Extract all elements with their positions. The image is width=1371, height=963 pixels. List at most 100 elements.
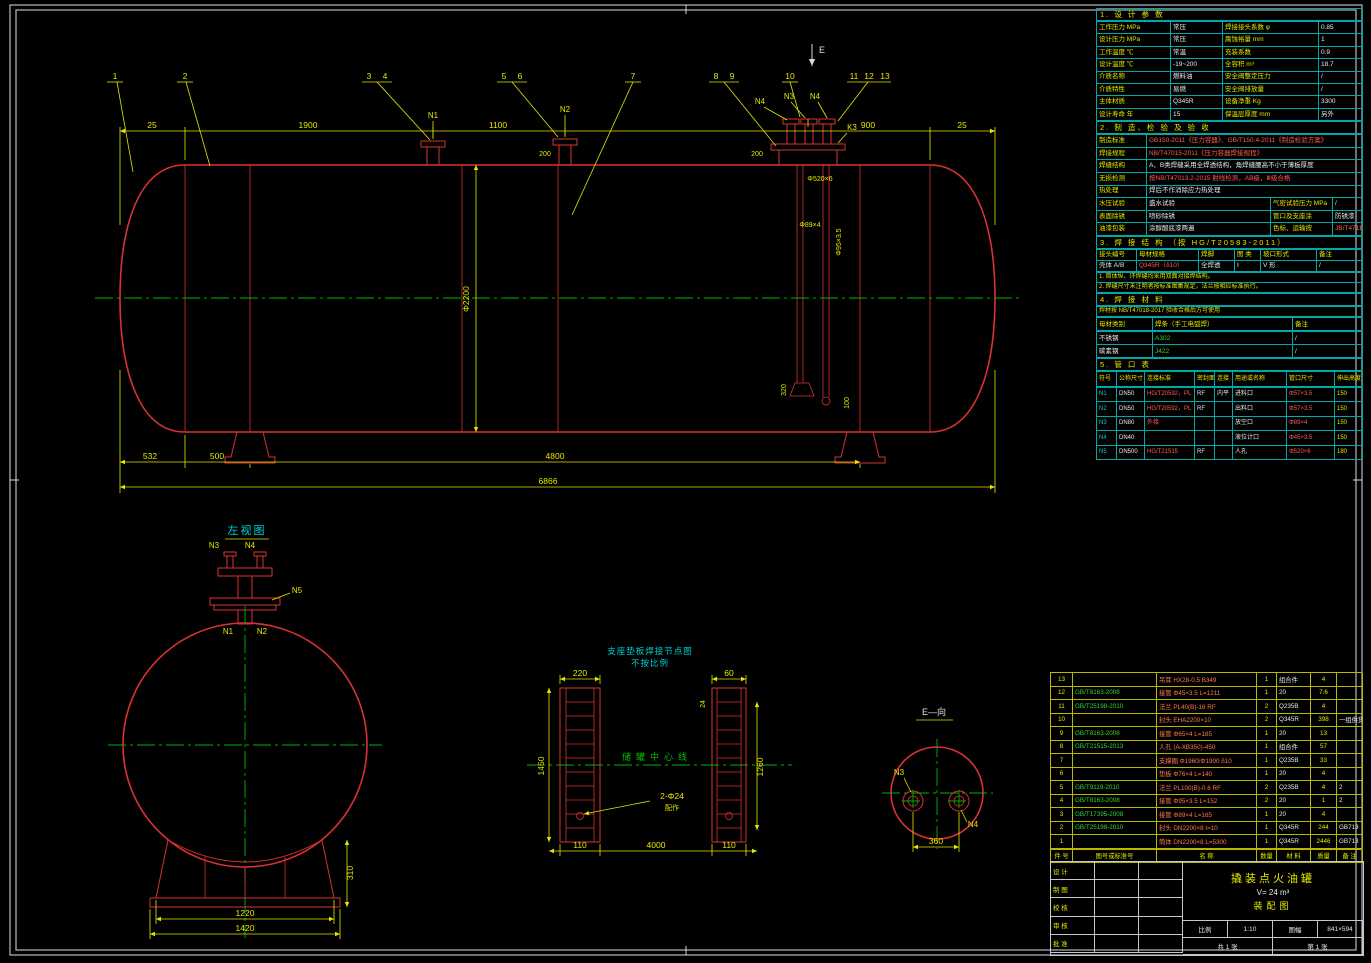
ws-header: 坡口形式 (1261, 249, 1317, 261)
scale-label: 比例 (1183, 921, 1228, 938)
callout-number: 6 (518, 71, 523, 81)
bom-cell: 7.6 (1311, 686, 1337, 700)
nozzle-cell: DN40 (1117, 431, 1145, 446)
dim-label: 1900 (299, 120, 318, 130)
weld-structure-section: 3. 焊 接 结 构 （按 HG/T20583-2011） 接头编号 母材规格 … (1096, 235, 1363, 294)
bom-cell: 1 (1257, 673, 1277, 687)
nozzle-cell: Φ57×3.5 (1287, 402, 1335, 417)
nozzle-cell: RF (1195, 445, 1215, 461)
bom-cell: GB/T9119-2010 (1073, 781, 1157, 795)
fab-value: GB150-2011《压力容器》、GB/T150.4-2011《制造检验方案》 (1147, 135, 1363, 148)
nozzle-label: N4 (245, 541, 256, 550)
bom-cell: 法兰 PL100(B)-0.6 RF (1157, 781, 1257, 795)
nozzle-header-cell: 连接标准 (1145, 372, 1195, 387)
bom-cell: 1 (1257, 754, 1277, 768)
nozzle-label: N2 (257, 627, 268, 636)
callout-number: 12 (864, 71, 874, 81)
ws-cell: Ⅰ (1235, 260, 1261, 272)
param-label: 设备净重 Kg (1223, 96, 1319, 109)
nozzle-cell: 150 (1335, 402, 1363, 417)
bom-cell (1073, 673, 1157, 687)
scale-value: 1:10 (1228, 921, 1273, 938)
nozzle-label: N4 (810, 92, 821, 101)
nozzle-header-cell: 公称尺寸 (1117, 372, 1145, 387)
signature-grid: 设 计 制 图 校 核 审 核 批 准 (1051, 862, 1183, 955)
ws-cell: Q345R（δ10） (1137, 260, 1199, 272)
param-label: 工作压力 MPa (1097, 22, 1171, 35)
bom-cell: 1 (1257, 686, 1277, 700)
sign-date (1139, 898, 1183, 917)
ws-header: 图 类 (1235, 249, 1261, 261)
bom-cell: GB713 (1337, 821, 1363, 835)
nozzle-cell: 外接 (1145, 416, 1195, 432)
bom-cell (1337, 754, 1363, 768)
nozzle-label: N4 (755, 97, 766, 106)
dim-label: 500 (210, 451, 224, 461)
bom-cell: 33 (1311, 754, 1337, 768)
callout-number: 5 (502, 71, 507, 81)
bom-cell: GB/T25198-2010 (1073, 700, 1157, 714)
bom-cell: 244 (1311, 821, 1337, 835)
dim-label: 1420 (236, 923, 255, 933)
bom-cell: 9 (1051, 727, 1073, 741)
nozzle-table-header: 符号公称尺寸连接标准密封面连接用途或名称管口尺寸伸出高度 (1096, 371, 1363, 387)
bom-cell: 4 (1051, 794, 1073, 808)
sign-name (1095, 916, 1139, 935)
nozzle-cell: Φ57×3.5 (1287, 387, 1335, 403)
bom-cell: GB/T8163-2008 (1073, 794, 1157, 808)
side-view-title: 左视图 (228, 523, 267, 537)
nozzle-cell: Φ520×6 (1287, 445, 1335, 461)
dim-label: 25 (957, 120, 967, 130)
weld-structure-notes: 1. 筒体纵、环焊缝均采用双面对接焊结构。2. 焊缝尺寸未注明者按标准图集规定，… (1096, 271, 1363, 294)
bom-cell: GB/T25198-2010 (1073, 821, 1157, 835)
sign-label: 审 核 (1051, 916, 1095, 935)
nozzle-cell (1145, 431, 1195, 446)
bom-cell: 1 (1257, 727, 1277, 741)
section-title: 4. 焊 接 材 料 (1096, 293, 1362, 307)
bom-cell: 2 (1337, 781, 1363, 795)
param-value: 常压 (1171, 34, 1223, 47)
bom-cell: 2 (1257, 713, 1277, 727)
ws-header: 母材规格 (1137, 249, 1199, 261)
ws-cell: 全焊透 (1199, 260, 1235, 272)
bom-cell: 1 (1051, 835, 1073, 849)
bom-cell: GB713 (1337, 835, 1363, 849)
ws-cell: / (1317, 260, 1363, 272)
bom-cell: 4 (1311, 700, 1337, 714)
bom-header-cell: 图号或标准号 (1073, 849, 1157, 863)
bom-cell: 4 (1311, 808, 1337, 822)
bom-cell (1073, 835, 1157, 849)
param-value: -19~200 (1171, 59, 1223, 72)
ws-header: 备注 (1317, 249, 1363, 261)
param-label: 设计压力 MPa (1097, 34, 1171, 47)
fab-value: 喷砂除锈 (1147, 210, 1271, 224)
bom-cell: 7 (1051, 754, 1073, 768)
nozzle-label: N3 (894, 768, 905, 777)
bom-header-cell: 材 料 (1277, 849, 1311, 863)
nozzle-cell: RF (1195, 402, 1215, 417)
param-label: 安全阀排放量 (1223, 83, 1319, 97)
bom-cell: GB/T21515-2013 (1073, 740, 1157, 754)
wm-header: 母材类别 (1097, 318, 1153, 332)
param-label: 安全阀整定压力 (1223, 71, 1319, 84)
dim-label: Φ520×6 (807, 176, 832, 183)
bom-cell: 5 (1051, 781, 1073, 795)
fab-label: 焊缝结构 (1097, 160, 1147, 173)
weld-material-section: 4. 焊 接 材 料 焊材按 NB/T47018-2017 验收合格后方可使用 … (1096, 293, 1363, 359)
bom-cell: 吊耳 HX28-0.5 B349 (1157, 673, 1257, 687)
bom-cell (1073, 767, 1157, 781)
dim-label: 200 (539, 151, 551, 158)
sign-date (1139, 880, 1183, 899)
ws-cell: 壳体 A/B (1097, 260, 1137, 272)
dim-label: 310 (345, 866, 355, 880)
sheet-count-row: 共 1 张 第 1 张 (1183, 938, 1363, 955)
dim-label: 1100 (489, 120, 508, 130)
wm-cell: A302 (1153, 332, 1293, 346)
sign-date (1139, 916, 1183, 935)
dim-label: 100 (844, 397, 851, 409)
param-value: 常温 (1171, 46, 1223, 60)
product-name: 撬装点火油罐 (1231, 873, 1315, 885)
dim-label: 25 (147, 120, 157, 130)
param-label: 充装系数 (1223, 46, 1319, 60)
fab-label: 焊接规程 (1097, 147, 1147, 161)
